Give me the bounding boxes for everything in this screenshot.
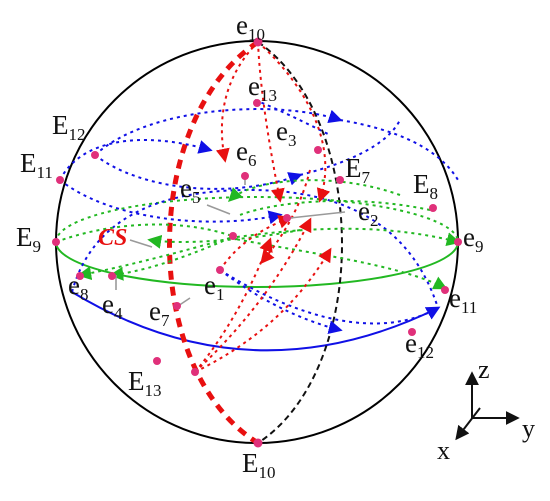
label-e10-top: e10 [236,10,265,44]
label-e5: e5 [180,173,200,207]
label-E10: E10 [242,448,276,482]
label-e7: e7 [149,296,170,330]
label-e1: e1 [204,270,224,304]
label-E9: E9 [16,222,41,256]
green-equator-back [55,196,459,243]
label-e6: e6 [236,136,256,170]
marker-points [52,37,462,448]
label-e11: e11 [449,283,477,317]
label-e8: e8 [68,270,88,304]
label-E12: E12 [52,110,86,144]
label-e9: e9 [463,222,483,256]
label-e12: e12 [405,328,434,362]
red-orbits [194,41,332,373]
axis-label-z: z [478,355,490,384]
axis-label-x: x [437,436,450,465]
green-equator-front [55,241,459,288]
blue-orbits [59,99,459,335]
red-meridian-front [167,39,260,446]
label-e2: e2 [358,196,378,230]
label-e4: e4 [102,289,123,323]
label-E13: E13 [128,366,162,400]
coordinate-axes [455,371,520,441]
label-cs: CS [98,225,127,251]
label-E7: E7 [345,153,371,187]
blue-latitude-back [71,188,439,309]
label-E11: E11 [20,148,53,182]
pointer-lines [115,172,346,307]
label-e13: e13 [248,71,277,105]
axis-label-y: y [522,414,535,443]
label-E8: E8 [413,169,438,203]
black-meridian-back [257,41,343,444]
blue-latitude-front [71,291,439,352]
label-e3: e3 [276,116,296,150]
